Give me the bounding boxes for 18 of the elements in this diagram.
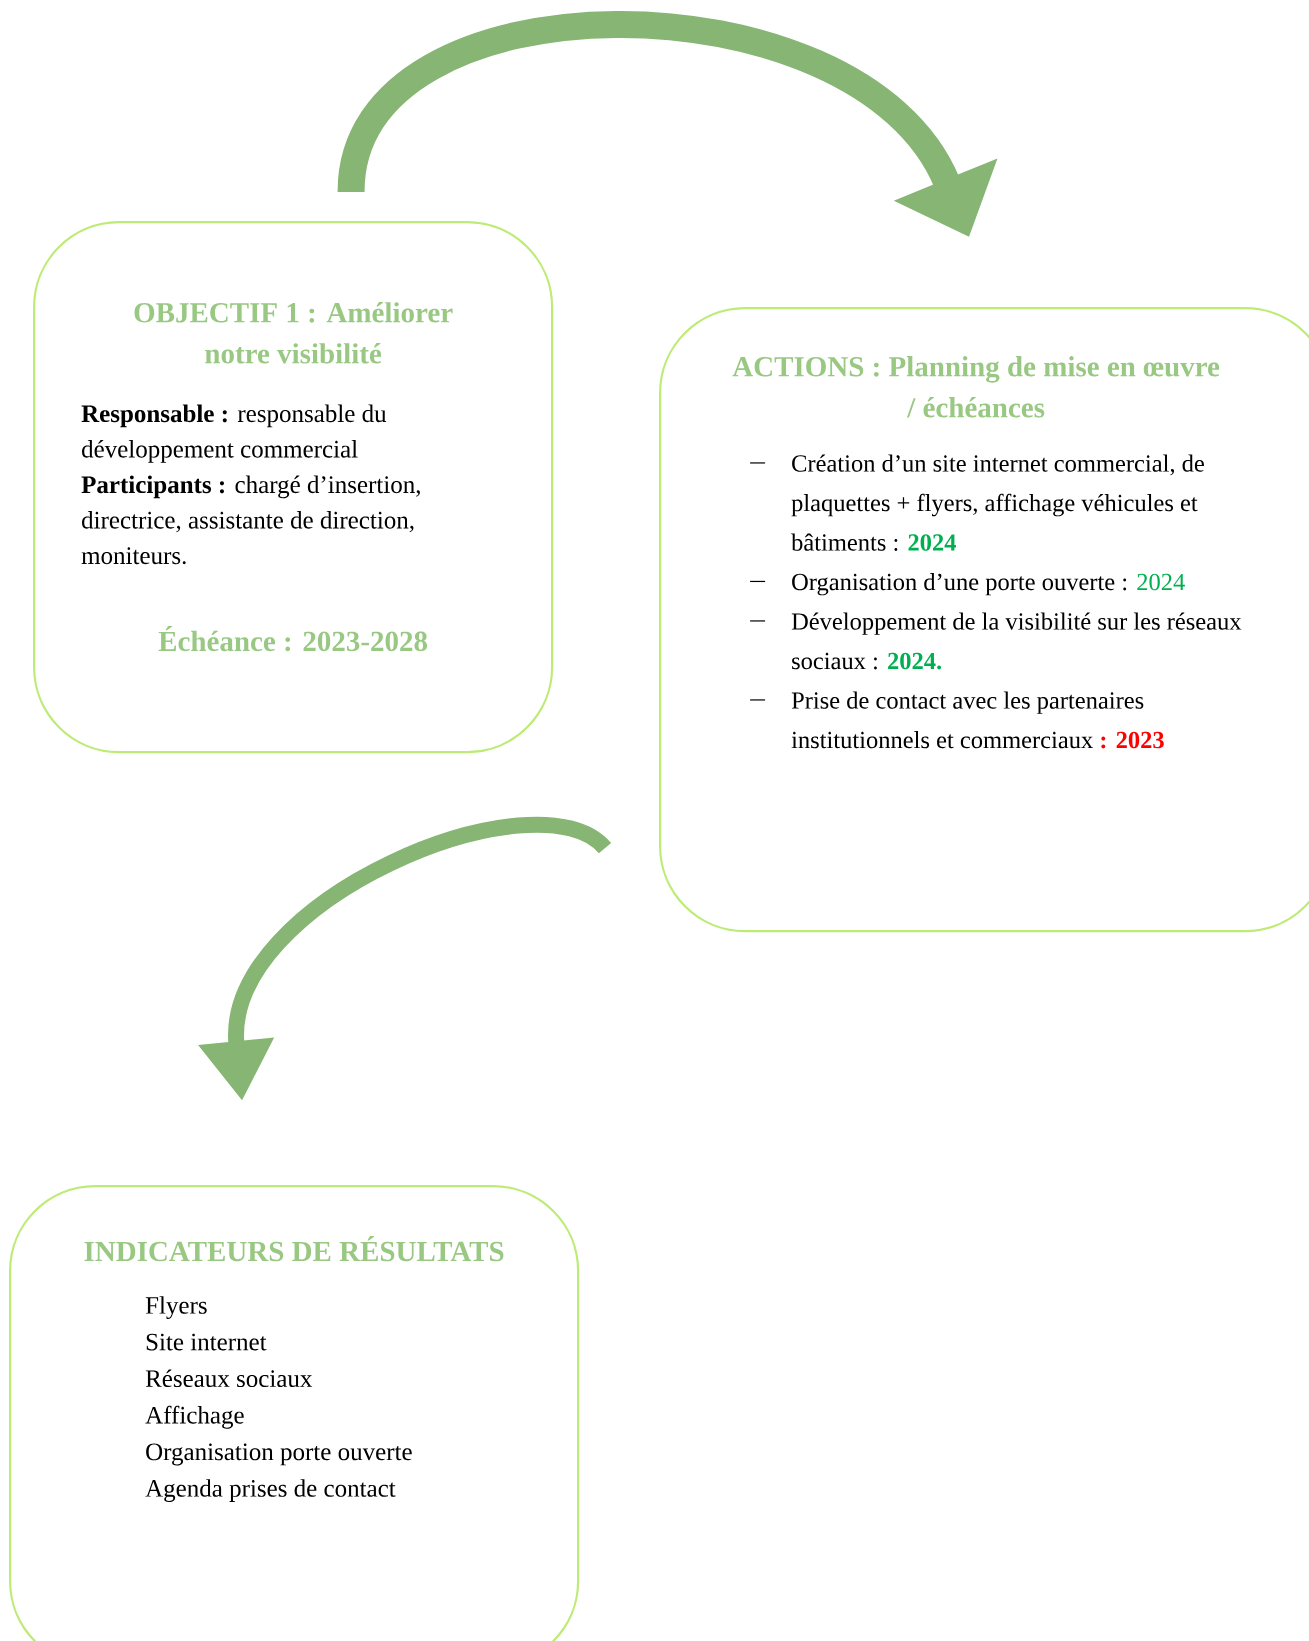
list-item: Prise de contact avec les partenaires institutionnels et commerciaux : 2023 (791, 691, 1164, 749)
list-item: Agenda prises de contact (145, 1479, 396, 1502)
list-item: Flyers (145, 1296, 207, 1319)
list-item: Organisation d’une porte ouverte : 2024 (792, 573, 1185, 596)
body-text: Participants : chargé d’insertion, directrice, assistante de direction, moniteurs. (81, 475, 420, 565)
rounded-box (659, 307, 1309, 933)
list-item: Affichage (145, 1405, 244, 1429)
list-item: Organisation porte ouverte (146, 1443, 412, 1466)
list-item: Site internet (146, 1333, 267, 1351)
list-item: Création d’un site internet commercial, de plaquettes + flyers, affichage véhicules et bâtiments : 2024 (791, 454, 1204, 551)
rounded-box (33, 221, 554, 754)
list-item: Réseaux sociaux (145, 1369, 313, 1388)
box-title: OBJECTIF 1 : Améliorer notre visibilité (134, 302, 453, 364)
box-title: ACTIONS : Planning de mise en œuvre / échéances (732, 356, 1220, 418)
list-item: Développement de la visibilité sur les réseaux sociaux : 2024. (791, 612, 1242, 670)
deadline-text: Échéance : 2023-2028 (158, 626, 428, 652)
rounded-box (9, 1185, 580, 1641)
box-title: INDICATEURS DE RÉSULTATS (84, 1236, 504, 1262)
